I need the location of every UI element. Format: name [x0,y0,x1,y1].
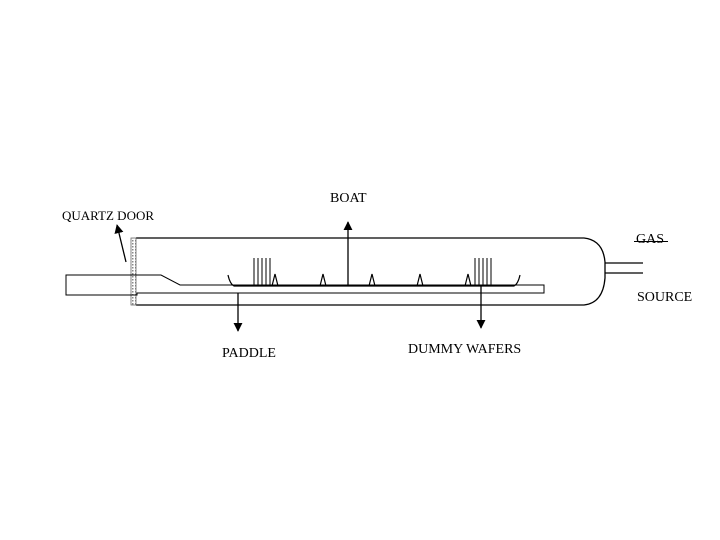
gas-inlet-pipe [605,262,643,274]
furnace-tube [136,237,606,306]
dummy-wafers-right [474,258,492,286]
quartz-door [130,237,137,306]
dummy-wafers-left [253,258,271,286]
boat [227,273,521,287]
quartz-door-label: QUARTZ DOOR [62,208,155,223]
source-label: SOURCE [637,290,693,305]
dummy-wafers-label: DUMMY WAFERS [408,342,522,357]
quartz-door-arrow [114,224,127,263]
paddle-rod [65,274,545,296]
paddle-label: PADDLE [222,346,276,361]
boat-label: BOAT [330,191,367,206]
gas-pointer-line [634,241,668,242]
gas-label: GAS [636,232,665,247]
